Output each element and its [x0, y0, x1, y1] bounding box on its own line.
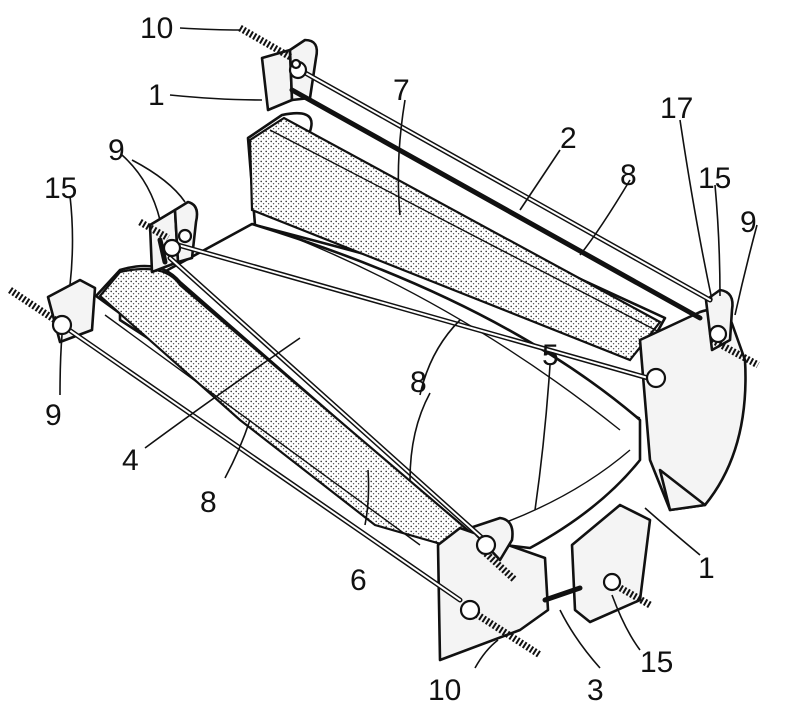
- label-1-top: 1: [148, 79, 165, 112]
- label-15-bottom: 15: [640, 646, 673, 679]
- label-2: 2: [560, 122, 577, 155]
- label-9-left: 9: [45, 399, 62, 432]
- label-10-top: 10: [140, 12, 173, 45]
- label-10-bottom: 10: [428, 674, 461, 707]
- bottom-right-end-plate: [570, 503, 652, 624]
- label-8-left: 8: [200, 486, 217, 519]
- reference-numerals: 10 1 7 2 8 17 15 9 9 15 9 8 4 5 1 8 6 10…: [44, 12, 757, 707]
- label-1-right: 1: [698, 552, 715, 585]
- label-4: 4: [122, 444, 139, 477]
- label-15-left: 15: [44, 172, 77, 205]
- tie-rods: [59, 67, 713, 603]
- leader-lines: [59, 27, 758, 669]
- label-8-mid: 8: [410, 366, 427, 399]
- upper-left-bracket: [260, 38, 319, 112]
- label-6: 6: [350, 564, 367, 597]
- threaded-bolts: [8, 24, 760, 658]
- label-9-upper-left: 9: [108, 134, 125, 167]
- label-7: 7: [393, 74, 410, 107]
- right-end-plate: [638, 288, 747, 512]
- label-17: 17: [660, 92, 693, 125]
- nuts: [51, 58, 728, 621]
- label-5: 5: [542, 339, 559, 372]
- label-15-right: 15: [698, 162, 731, 195]
- label-9-right: 9: [740, 206, 757, 239]
- label-3: 3: [587, 674, 604, 707]
- label-8-right: 8: [620, 159, 637, 192]
